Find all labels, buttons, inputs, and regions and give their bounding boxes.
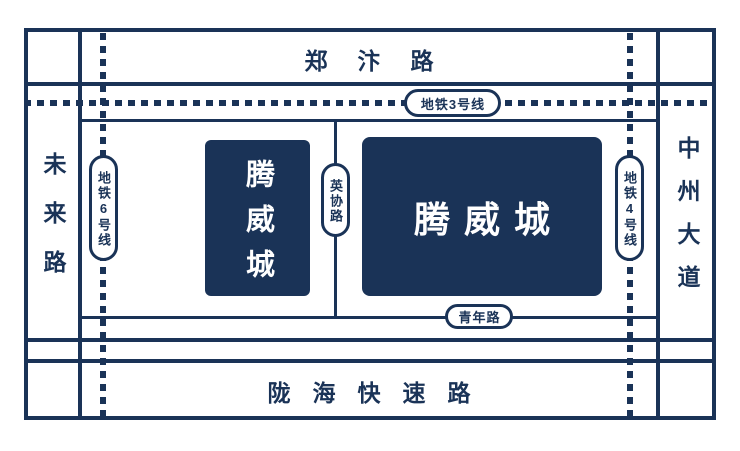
- metro-line3-track: [24, 100, 716, 106]
- metro-line3-label: 地铁3号线: [420, 96, 486, 112]
- yingxie-road-label: 英协路: [328, 178, 343, 224]
- weilai-road-label: 未来路: [40, 151, 66, 299]
- qingnian-road-badge: 青年路: [445, 304, 513, 329]
- longhai-road-label: 陇海快速路: [267, 380, 493, 406]
- metro-line6-label: 地铁6号线: [96, 170, 111, 248]
- zhongzhou-road-label: 中州大道: [674, 136, 700, 308]
- metro-line4-label: 地铁4号线: [622, 170, 637, 248]
- qingnian-road-label: 青年路: [458, 310, 501, 325]
- yingxie-road-badge: 英协路: [321, 163, 350, 237]
- qingnian-road-line: [82, 316, 656, 319]
- zhongzhou-road-label-box: 中州大道: [662, 86, 712, 338]
- zhongzhou-road-left-line: [656, 28, 660, 420]
- longhai-road-top-line: [24, 359, 716, 363]
- longhai-road-bottom-line: [24, 416, 716, 420]
- weilai-road-left-line: [24, 28, 28, 420]
- cross-road-line: [24, 338, 716, 342]
- zhongzhou-road-right-line: [712, 28, 716, 420]
- metro-line4-badge: 地铁4号线: [615, 155, 644, 261]
- weilai-road-label-box: 未来路: [28, 86, 78, 338]
- building-tengweicheng-large: 腾威城: [362, 137, 602, 296]
- zhengbian-road-bottom-line: [24, 82, 716, 86]
- zhengbian-road-label: 郑汴路: [304, 48, 464, 74]
- metro-line6-badge: 地铁6号线: [89, 155, 118, 261]
- building-tengweicheng-small-label: 腾威城: [241, 158, 274, 294]
- building-tengweicheng-small: 腾威城: [205, 140, 310, 296]
- zhengbian-road-top-line: [24, 28, 716, 32]
- metro-line3-badge: 地铁3号线: [404, 89, 501, 117]
- weilai-road-right-line: [78, 28, 82, 420]
- building-tengweicheng-large-label: 腾威城: [413, 198, 564, 240]
- inner-road-line: [82, 119, 656, 122]
